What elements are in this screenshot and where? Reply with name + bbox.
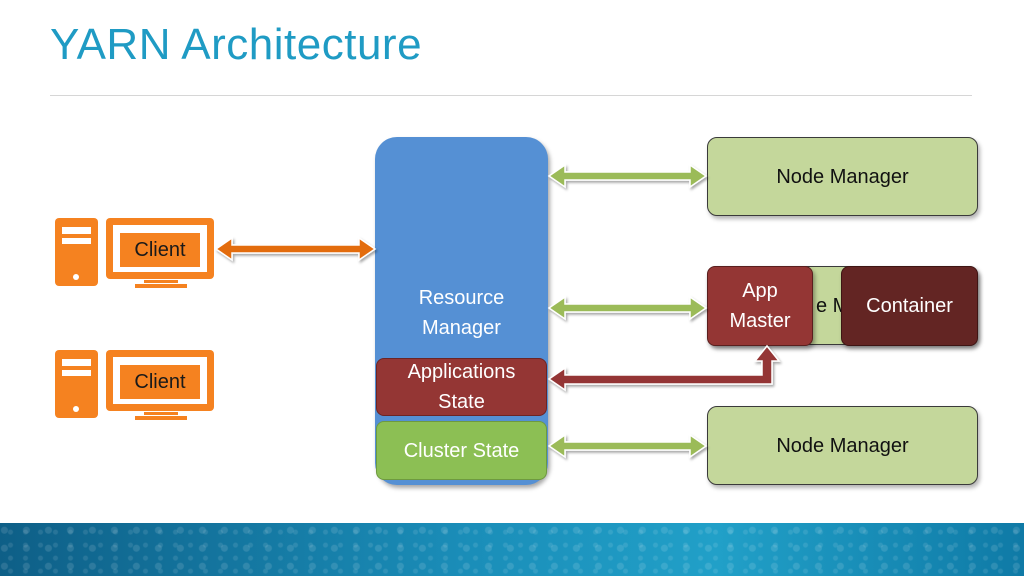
apps-state-app-master-arrow [547, 344, 781, 392]
client-label-1: Client [134, 238, 186, 261]
node-manager-box-3: Node Manager [707, 406, 978, 485]
node-manager-box-1: Node Manager [707, 137, 978, 216]
app-master-box: App Master [707, 266, 813, 346]
rm-nm1-arrow [547, 163, 708, 189]
container-box: Container [841, 266, 978, 346]
resource-manager-label: Resource Manager [375, 282, 548, 344]
client-computer-icon-2 [55, 350, 214, 420]
title-divider [50, 95, 972, 96]
resource-manager-label-line2: Manager [422, 317, 501, 339]
footer-decorative-band [0, 523, 1024, 576]
client-computer-icon-1 [55, 218, 214, 288]
app-master-line1: App [742, 280, 778, 302]
app-master-line2: Master [729, 310, 791, 332]
client-label-2: Client [134, 370, 186, 393]
page-title: YARN Architecture [50, 20, 423, 69]
rm-nm2-arrow [547, 295, 708, 321]
applications-state-box: Applications State [376, 358, 547, 416]
resource-manager-label-line1: Resource [418, 287, 505, 309]
cluster-state-box: Cluster State [376, 421, 547, 480]
cluster-nm3-arrow [547, 433, 708, 459]
applications-state-line2: State [438, 391, 485, 413]
client-rm-arrow [214, 236, 377, 262]
applications-state-line1: Applications [407, 361, 516, 383]
